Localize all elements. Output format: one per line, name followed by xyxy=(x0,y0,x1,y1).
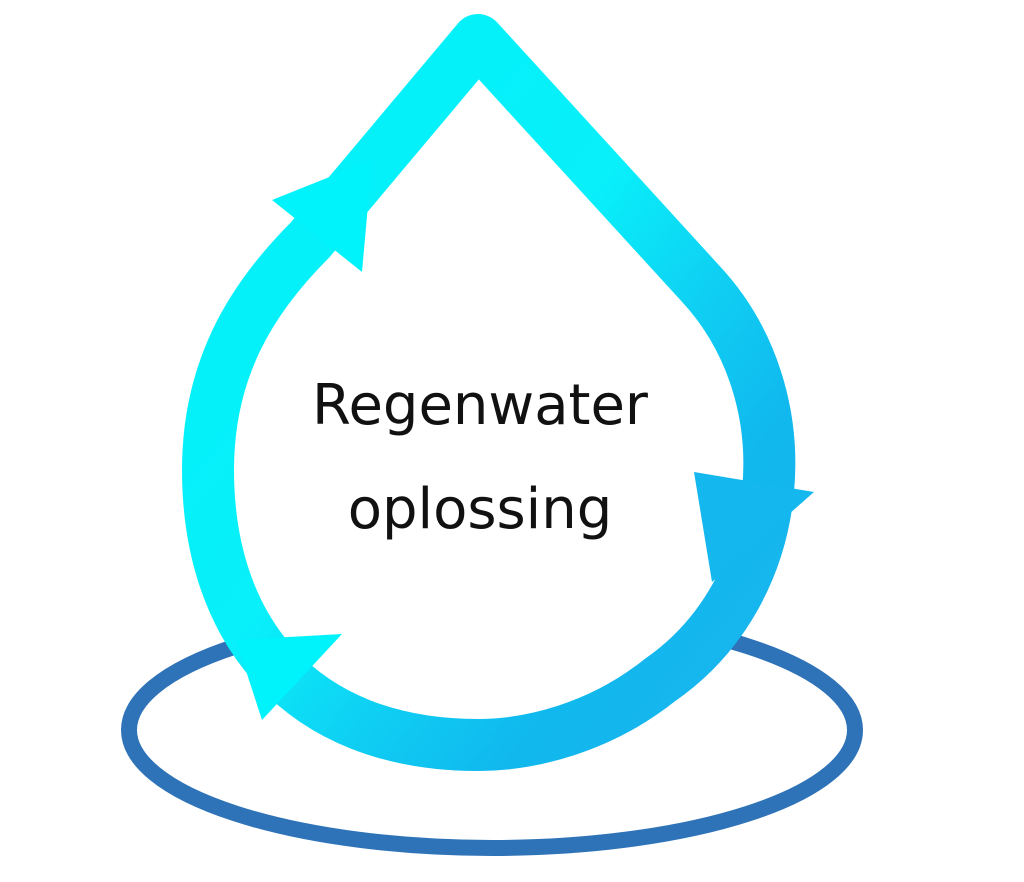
cycle-arrow-icon xyxy=(272,160,372,272)
diagram-title-line-1: Regenwater xyxy=(312,373,649,438)
cycle-arrow-icon xyxy=(694,472,814,582)
diagram-title-line-2: oplossing xyxy=(348,477,613,542)
cycle-arrow-icon xyxy=(236,634,342,720)
